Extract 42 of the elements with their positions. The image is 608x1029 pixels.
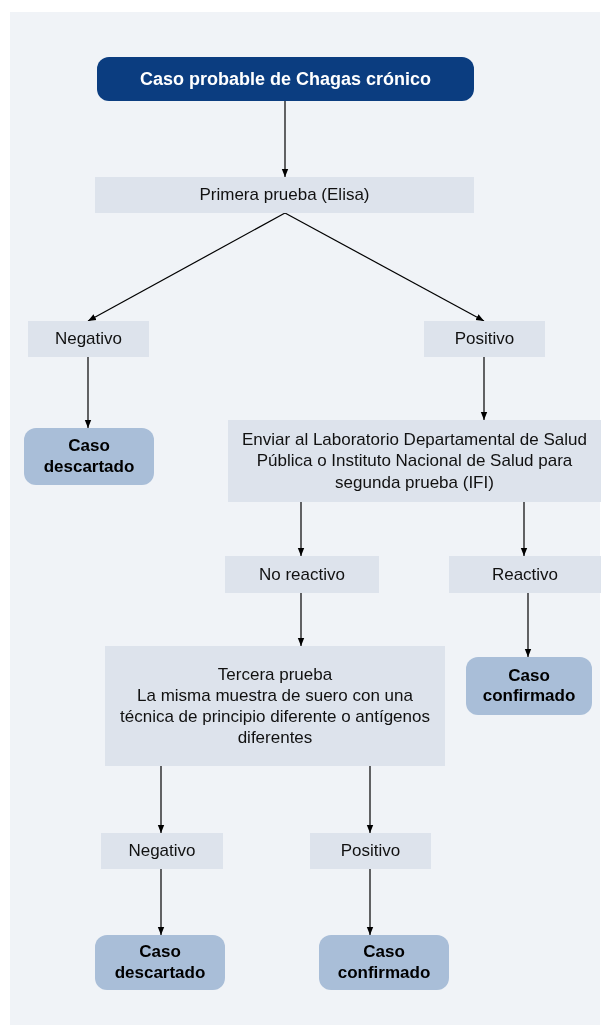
arrow xyxy=(480,356,488,421)
box-text: Caso confirmado xyxy=(481,665,577,707)
start-box xyxy=(97,57,474,101)
process-box xyxy=(424,321,545,357)
process-box xyxy=(101,833,223,869)
arrow xyxy=(281,100,289,178)
box-text: Negativo xyxy=(128,840,196,862)
box-heading: Tercera prueba xyxy=(217,663,333,685)
outcome-box xyxy=(466,657,592,715)
arrow xyxy=(520,501,528,557)
outcome-box xyxy=(319,935,449,990)
box-text: Reactivo xyxy=(491,563,559,586)
arrow xyxy=(157,868,165,936)
process-box xyxy=(28,321,149,357)
arrow xyxy=(366,868,374,936)
box-text: Primera prueba (Elisa) xyxy=(199,184,370,206)
box-text: Negativo xyxy=(54,328,123,350)
outcome-box xyxy=(24,428,154,485)
box-text: Positivo xyxy=(454,328,515,350)
box-text: Caso descartado xyxy=(42,436,136,477)
arrow xyxy=(157,765,165,834)
process-box xyxy=(449,556,601,593)
arrow xyxy=(87,212,286,322)
box-text: Enviar al Laboratorio Departamental de Salud Pública o Instituto Nacional de Salud para segunda prueba (IFI) xyxy=(241,429,588,493)
box-text: No reactivo xyxy=(259,563,345,586)
process-box xyxy=(225,556,379,593)
arrow xyxy=(297,501,305,557)
arrow xyxy=(84,356,92,429)
process-box xyxy=(310,833,431,869)
process-box xyxy=(228,420,601,502)
outcome-box xyxy=(95,935,225,990)
box-text: Caso confirmado xyxy=(336,942,432,983)
arrow xyxy=(366,765,374,834)
box-text: Caso probable de Chagas crónico xyxy=(139,67,432,91)
arrow xyxy=(284,212,485,322)
arrow xyxy=(524,592,532,658)
arrow xyxy=(297,592,305,647)
box-text: La misma muestra de suero con una técnica de principio diferente o antígenos diferentes xyxy=(119,684,431,749)
box-text: Caso descartado xyxy=(113,942,207,983)
process-box xyxy=(105,646,445,766)
process-box xyxy=(95,177,474,213)
box-text: Positivo xyxy=(340,840,401,862)
